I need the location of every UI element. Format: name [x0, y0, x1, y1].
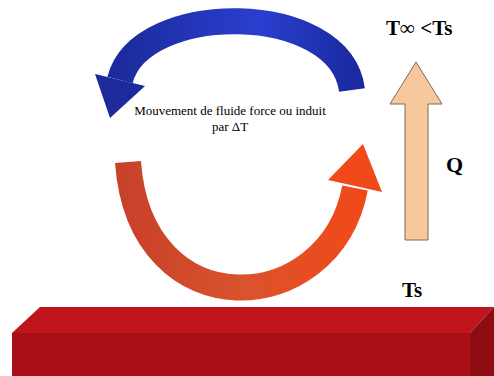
symbol-label: T∞ <Ts: [386, 16, 452, 41]
warm-flow-head: [328, 144, 382, 192]
cold-flow-arrow: [120, 21, 352, 90]
warm-flow-arrow: [128, 162, 355, 288]
symbol-label: Ts: [402, 278, 422, 303]
symbol-label: Q: [446, 152, 463, 178]
slab-front: [12, 333, 470, 376]
slab-side: [470, 307, 494, 376]
heat-flux-arrow: [390, 62, 442, 240]
slab-top: [12, 307, 494, 333]
flow-caption: Mouvement de fluide force ou induit par …: [125, 103, 335, 135]
